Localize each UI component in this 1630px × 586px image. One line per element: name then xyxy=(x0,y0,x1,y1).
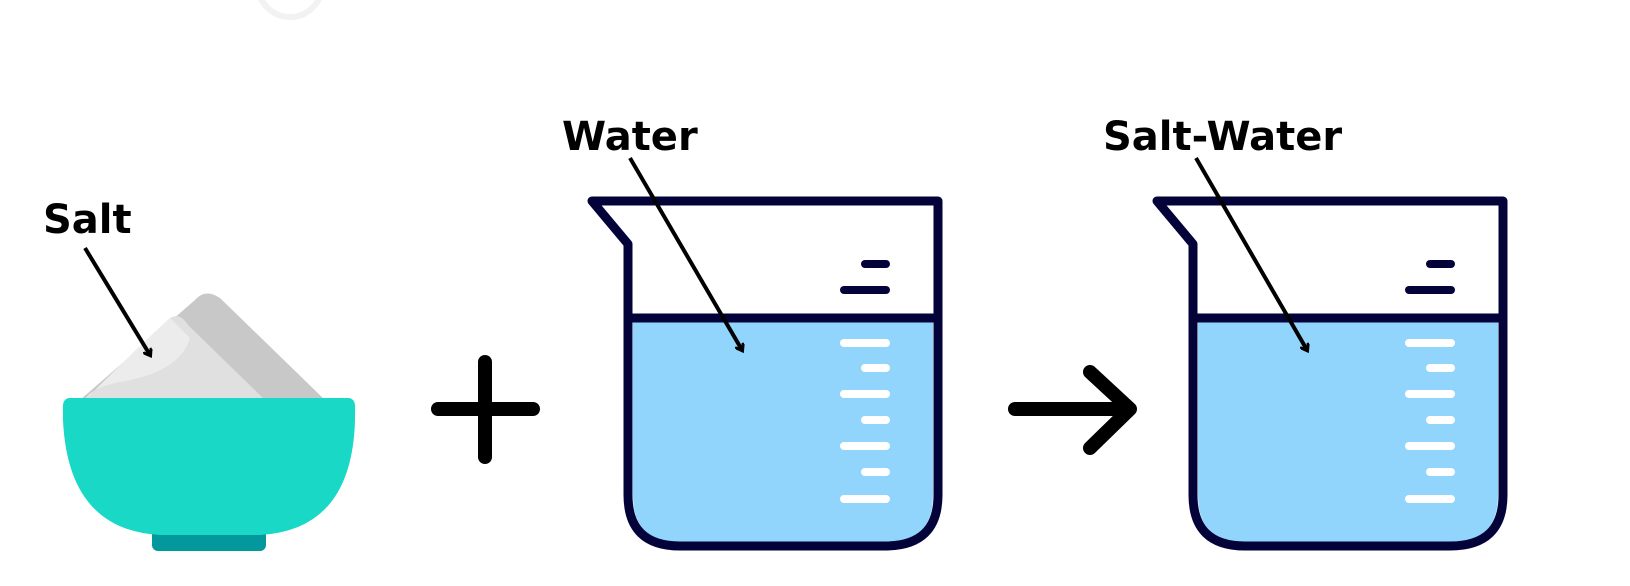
faint-circle-decoration xyxy=(258,0,322,20)
salt-water-label: Salt-Water xyxy=(1103,114,1342,160)
salt-water-beaker-icon xyxy=(1152,196,1508,551)
salt-water-pointer-arrow xyxy=(1194,156,1307,350)
salt-label: Salt xyxy=(43,197,132,243)
plus-icon xyxy=(431,355,540,464)
salt-bowl-icon xyxy=(62,293,356,551)
water-beaker-icon xyxy=(587,196,943,551)
water-pointer-arrow xyxy=(628,156,742,350)
water-label: Water xyxy=(562,114,698,160)
arrow-right-icon xyxy=(1008,365,1137,455)
salt-pointer-arrow xyxy=(83,246,150,355)
